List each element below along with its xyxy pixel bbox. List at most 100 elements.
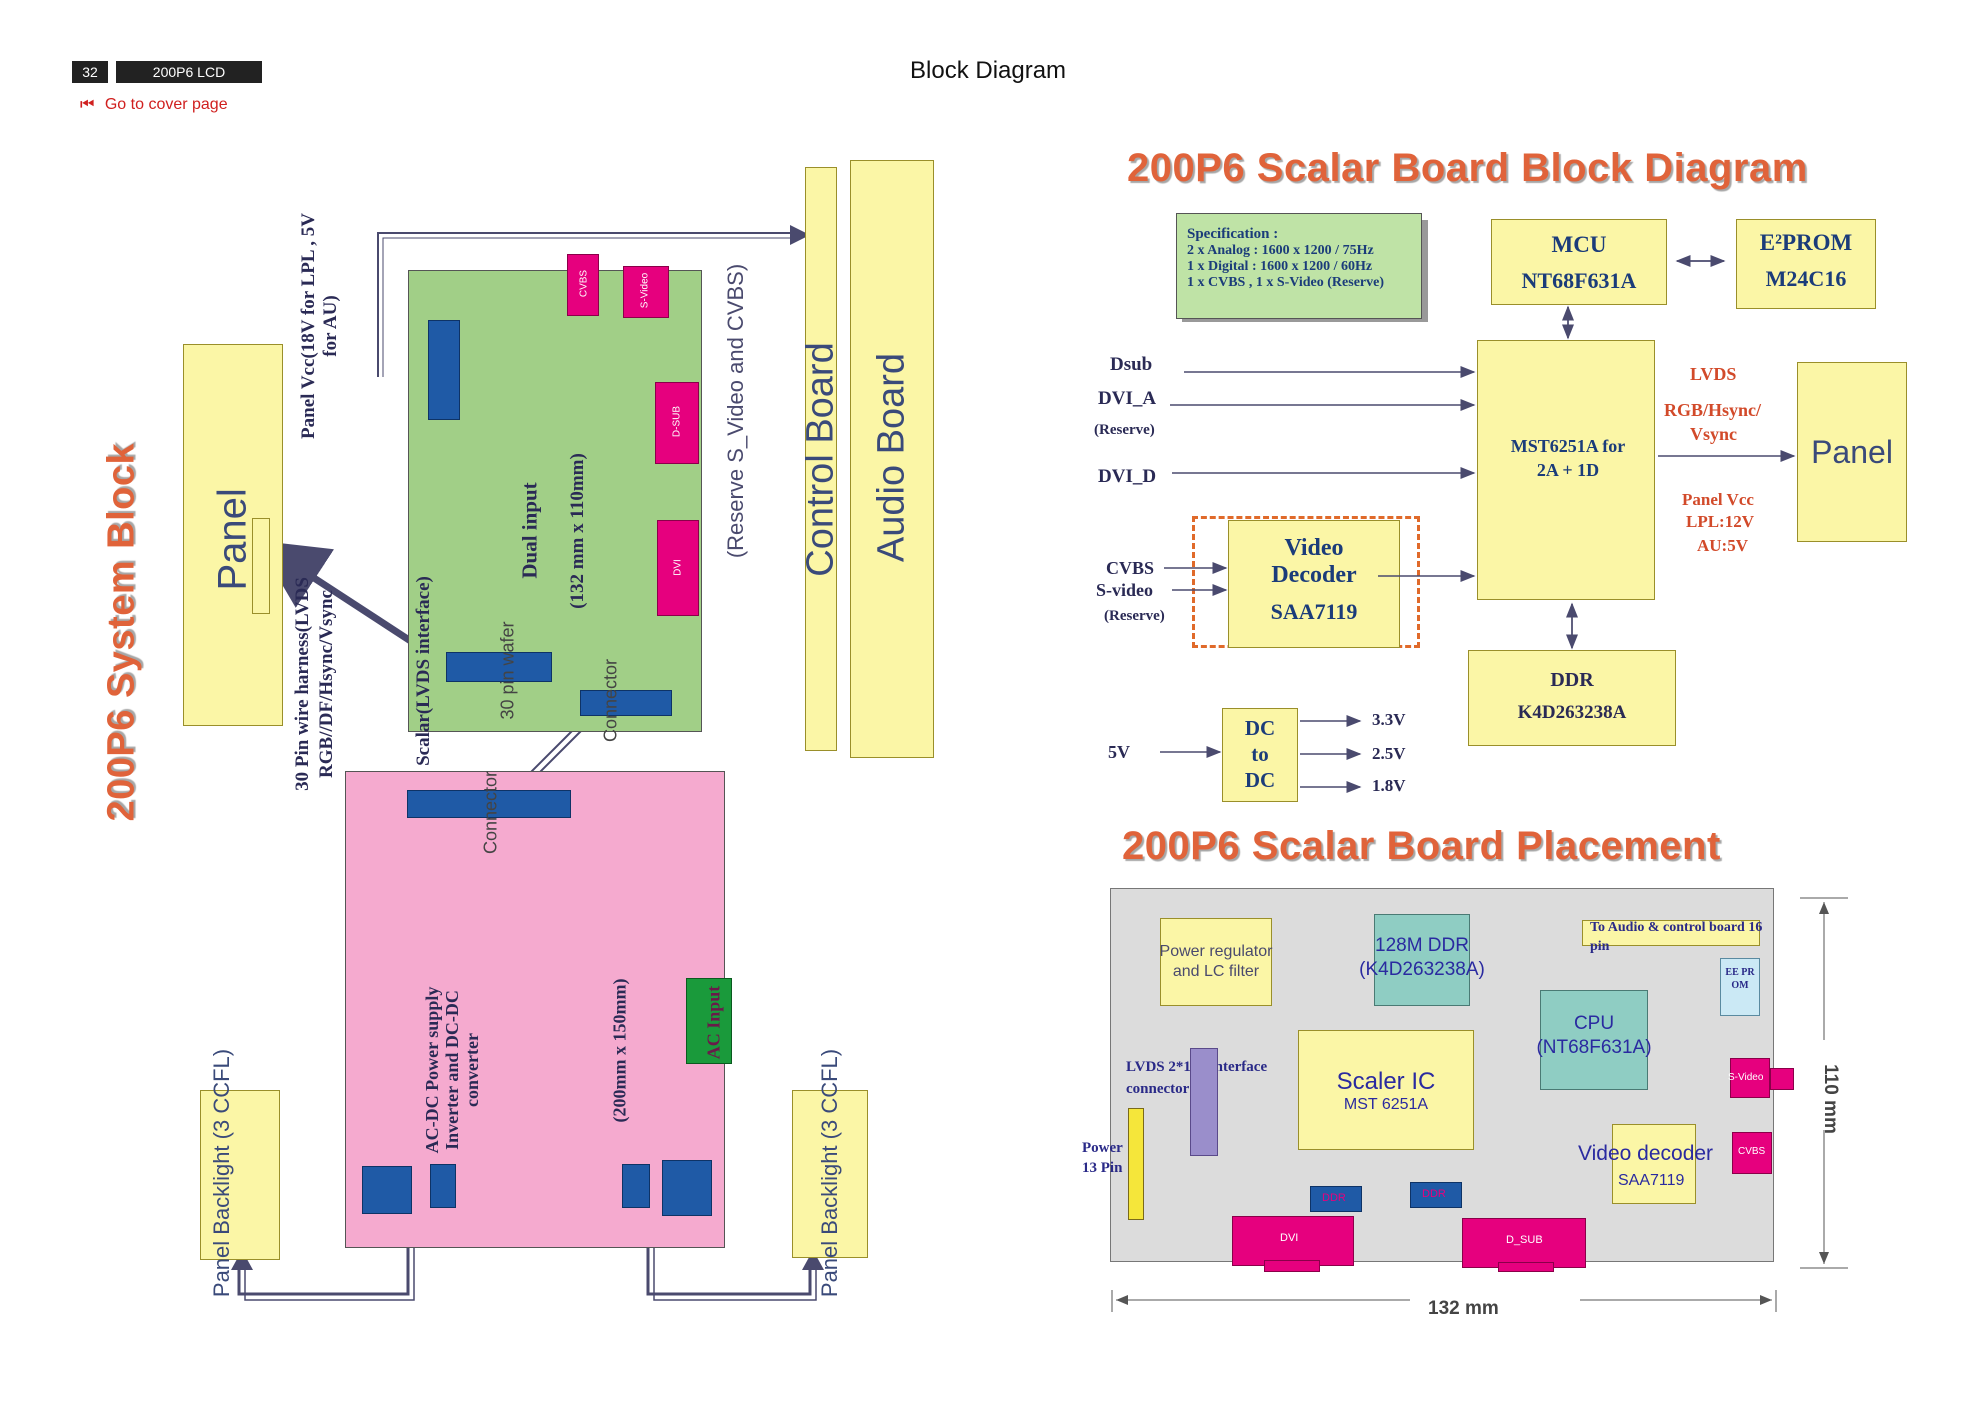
placement-dvi-label: DVI <box>1280 1232 1299 1244</box>
input-dvi-d: DVI_D <box>1098 466 1157 487</box>
mcu-box: MCU NT68F631A <box>1491 219 1667 305</box>
placement-dsub-label: D_SUB <box>1506 1234 1543 1246</box>
input-dsub: Dsub <box>1110 354 1153 375</box>
spec-line-1: 2 x Analog : 1600 x 1200 / 75Hz <box>1187 243 1374 258</box>
audio-ctrl-label: To Audio & control board 16 pin <box>1590 920 1763 954</box>
control-board <box>805 167 837 751</box>
lvds-connector-box <box>1190 1048 1218 1156</box>
mcu-label: MCU <box>1551 232 1607 257</box>
reserve-note: (Reserve S_Video and CVBS) <box>723 263 748 559</box>
panel-vcc-label: Panel Vcc(18V for LPL , 5V for AU) <box>298 213 341 439</box>
panel-vcc-right-3: AU:5V <box>1697 536 1748 555</box>
scalar-diagram-connections <box>1160 255 1796 793</box>
cover-link-label: Go to cover page <box>104 96 228 113</box>
power-conn-4 <box>662 1160 712 1216</box>
dcdc-line-2: to <box>1251 742 1269 766</box>
model-name: 200P6 LCD <box>152 64 226 80</box>
power-reg-box <box>1160 918 1272 1006</box>
control-board-label: Control Board <box>799 342 842 577</box>
placement-svideo-label: S-Video <box>1728 1072 1764 1083</box>
placement-width-dim: 132 mm <box>1428 1298 1499 1319</box>
placement-ddr-small-2-label: DDR <box>1422 1188 1446 1200</box>
power-conn-2 <box>430 1164 456 1208</box>
placement-ddr-small-1-label: DDR <box>1322 1192 1346 1204</box>
eeprom-label: E²PROM <box>1759 230 1853 255</box>
power-reg-label: Power regulator and LC filter <box>1159 943 1273 980</box>
cvbs-input: CVBS <box>1106 558 1155 578</box>
placement-video-box <box>1612 1124 1696 1204</box>
model-badge: 200P6 LCD <box>116 61 262 83</box>
eeprom-part: M24C16 <box>1765 266 1847 291</box>
svideo-input: S-video <box>1096 580 1154 600</box>
video-decoder-box: Video Decoder SAA7119 <box>1228 520 1400 648</box>
dsub-jack <box>655 382 699 464</box>
audio-board-label: Audio Board <box>870 352 913 563</box>
scaler-box <box>1477 340 1655 600</box>
video-decoder-line-3: SAA7119 <box>1270 599 1358 624</box>
video-reserve: (Reserve) <box>1104 608 1165 624</box>
placement-dvi-tab <box>1264 1260 1320 1272</box>
svideo-label: S-Video <box>639 272 651 309</box>
dsub-label: D-SUB <box>671 405 683 438</box>
dvi-jack <box>657 520 699 616</box>
ddr-part: K4D263238A <box>1517 702 1627 723</box>
input-dvi-a-reserve: (Reserve) <box>1094 422 1155 438</box>
audio-ctrl-box <box>1582 920 1760 946</box>
power-13-box <box>1128 1108 1144 1220</box>
backlight-left <box>200 1090 280 1260</box>
system-block-title: 200P6 System Block <box>100 442 143 822</box>
placement-ddr-small-1 <box>1310 1186 1362 1212</box>
panel-vcc-right-2: LPL:12V <box>1686 512 1754 531</box>
lvds-line-2: RGB/Hsync/ <box>1664 400 1762 420</box>
backlight-left-label: Panel Backlight (3 CCFL) <box>209 1048 234 1298</box>
backlight-right <box>792 1090 868 1258</box>
power-conn-3 <box>622 1164 650 1208</box>
video-decoder-line-1: Video <box>1284 535 1344 561</box>
vout-18: 1.8V <box>1372 776 1406 795</box>
power-13-label: Power 13 Pin <box>1082 1140 1123 1176</box>
backlight-right-label: Panel Backlight (3 CCFL) <box>817 1048 842 1298</box>
spec-box: Specification : 2 x Analog : 1600 x 1200… <box>1176 213 1422 319</box>
wafer-label: 30 pin wafer <box>497 621 518 720</box>
panel-vcc-right-1: Panel Vcc <box>1682 490 1754 509</box>
scalar-connector-top <box>428 320 460 420</box>
dvi-label: DVI <box>672 559 684 576</box>
dcdc-box: DC to DC <box>1222 708 1298 802</box>
placement-ddr-box <box>1374 914 1470 1006</box>
panel-connector <box>252 518 270 614</box>
mcu-part: NT68F631A <box>1521 268 1637 293</box>
scaler-label: MST6251A for 2A + 1D <box>1510 436 1626 480</box>
placement-cvbs-label: CVBS <box>1738 1146 1766 1157</box>
ddr-box: DDR K4D263238A <box>1468 650 1676 746</box>
scaler-ic-part: MST 6251A <box>1343 1096 1429 1113</box>
panel-right-label: Panel <box>1811 434 1893 470</box>
ddr-label: DDR <box>1550 669 1594 691</box>
cpu-label: CPU (NT68F631A) <box>1536 1013 1652 1058</box>
placement-cvbs <box>1732 1132 1772 1174</box>
page-title: Block Diagram <box>910 57 1067 84</box>
scalar-connector-bottom <box>580 690 672 716</box>
audio-board <box>850 160 934 758</box>
ac-input-label: AC Input <box>703 985 724 1060</box>
scaler-ic-label: Scaler IC <box>1336 1068 1436 1095</box>
page-number: 32 <box>82 64 98 80</box>
wire-harness-label: 30 Pin wire harness(LVDS RGB//DF/Hsync/V… <box>292 577 337 791</box>
vout-33: 3.3V <box>1372 710 1406 729</box>
placement-svideo-tab <box>1770 1068 1794 1090</box>
placement-svideo <box>1730 1058 1770 1098</box>
scaler-ic-box <box>1298 1030 1474 1150</box>
panel-right-box <box>1797 362 1907 542</box>
dcdc-line-1: DC <box>1244 716 1276 740</box>
placement-video-part: SAA7119 <box>1618 1172 1685 1189</box>
vout-25: 2.5V <box>1372 744 1406 763</box>
spec-title: Specification : <box>1187 226 1279 242</box>
cpu-box <box>1540 990 1648 1090</box>
wafer-connector <box>446 652 552 682</box>
scalar-diagram-title: 200P6 Scalar Board Block Diagram <box>1127 146 1808 190</box>
power-supply-label: AC-DC Power supply Inverter and DC-DC co… <box>422 986 482 1154</box>
placement-ddr-label: 128M DDR (K4D263238A) <box>1359 935 1485 980</box>
placement-height-dim: 110 mm <box>1820 1064 1841 1134</box>
placement-ddr-small-2 <box>1410 1182 1462 1208</box>
placement-video-label: Video decoder <box>1578 1142 1714 1165</box>
cover-link[interactable]: ⏮ Go to cover page <box>80 96 228 114</box>
